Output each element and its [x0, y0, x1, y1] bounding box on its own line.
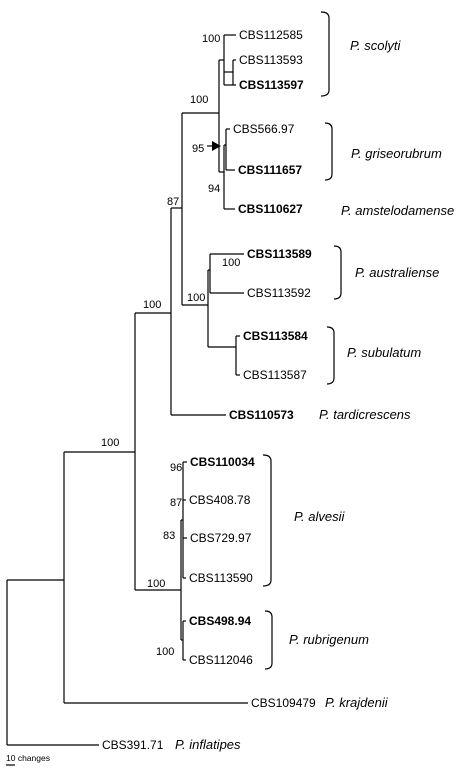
species-krajdenii: P. krajdenii — [325, 695, 389, 710]
support-values: 100 100 95 94 87 100 100 100 100 96 87 8… — [101, 33, 240, 658]
support-value: 100 — [202, 33, 220, 45]
taxon-cbs110627: CBS110627 — [238, 202, 303, 216]
support-value: 100 — [147, 578, 165, 590]
taxon-cbs391-71: CBS391.71 — [102, 738, 164, 752]
support-value: 87 — [167, 196, 179, 208]
taxon-cbs113587: CBS113587 — [243, 368, 307, 382]
taxon-cbs113592: CBS113592 — [247, 286, 311, 300]
tree-branches — [6, 34, 248, 746]
scale-label: 10 changes — [6, 753, 50, 763]
taxon-cbs112585: CBS112585 — [239, 28, 303, 42]
support-value: 87 — [170, 497, 182, 509]
bracket-scolyti — [320, 11, 330, 97]
support-value: 100 — [187, 292, 205, 304]
taxon-cbs110034: CBS110034 — [190, 455, 255, 469]
support-value: 94 — [208, 183, 220, 195]
species-amstelodamense: P. amstelodamense — [341, 203, 454, 218]
species-scolyti: P. scolyti — [350, 38, 401, 53]
support-value: 96 — [170, 462, 182, 474]
taxon-cbs110573: CBS110573 — [229, 408, 294, 422]
bracket-griseorubrum — [324, 122, 333, 181]
taxon-cbs498-94: CBS498.94 — [189, 614, 251, 628]
support-value: 95 — [192, 143, 204, 155]
taxon-cbs113584: CBS113584 — [243, 329, 308, 343]
arrow-marker-icon — [207, 141, 221, 151]
bracket-rubrigenum — [264, 610, 273, 670]
species-tardicrescens: P. tardicrescens — [319, 407, 411, 422]
support-value: 83 — [163, 530, 175, 542]
taxon-cbs729-97: CBS729.97 — [190, 531, 252, 545]
scale-bar: 10 changes — [6, 753, 50, 766]
taxon-cbs113589: CBS113589 — [247, 247, 312, 261]
taxon-cbs113597: CBS113597 — [239, 78, 304, 92]
taxon-labels: CBS112585 CBS113593 CBS113597 CBS566.97 … — [102, 28, 316, 752]
species-brackets — [262, 11, 342, 670]
species-alvesii: P. alvesii — [294, 509, 345, 524]
taxon-cbs408-78: CBS408.78 — [189, 493, 251, 507]
species-inflatipes: P. inflatipes — [175, 737, 241, 752]
species-rubrigenum: P. rubrigenum — [289, 632, 369, 647]
support-value: 100 — [222, 257, 240, 269]
bracket-alvesii — [262, 454, 272, 587]
support-value: 100 — [156, 646, 174, 658]
species-subulatum: P. subulatum — [347, 345, 421, 360]
bracket-australiense — [333, 245, 342, 300]
species-labels: P. scolyti P. griseorubrum P. amstelodam… — [175, 38, 454, 752]
support-value: 100 — [190, 94, 208, 106]
support-value: 100 — [101, 437, 119, 449]
taxon-cbs111657: CBS111657 — [238, 163, 302, 177]
bracket-subulatum — [326, 326, 335, 385]
taxon-cbs109479: CBS109479 — [251, 696, 316, 710]
taxon-cbs566-97: CBS566.97 — [233, 122, 295, 136]
support-value: 100 — [143, 299, 161, 311]
taxon-cbs113593: CBS113593 — [239, 53, 303, 67]
species-australiense: P. australiense — [355, 265, 439, 280]
species-griseorubrum: P. griseorubrum — [351, 146, 442, 161]
taxon-cbs113590: CBS113590 — [189, 571, 253, 585]
taxon-cbs112046: CBS112046 — [189, 653, 253, 667]
